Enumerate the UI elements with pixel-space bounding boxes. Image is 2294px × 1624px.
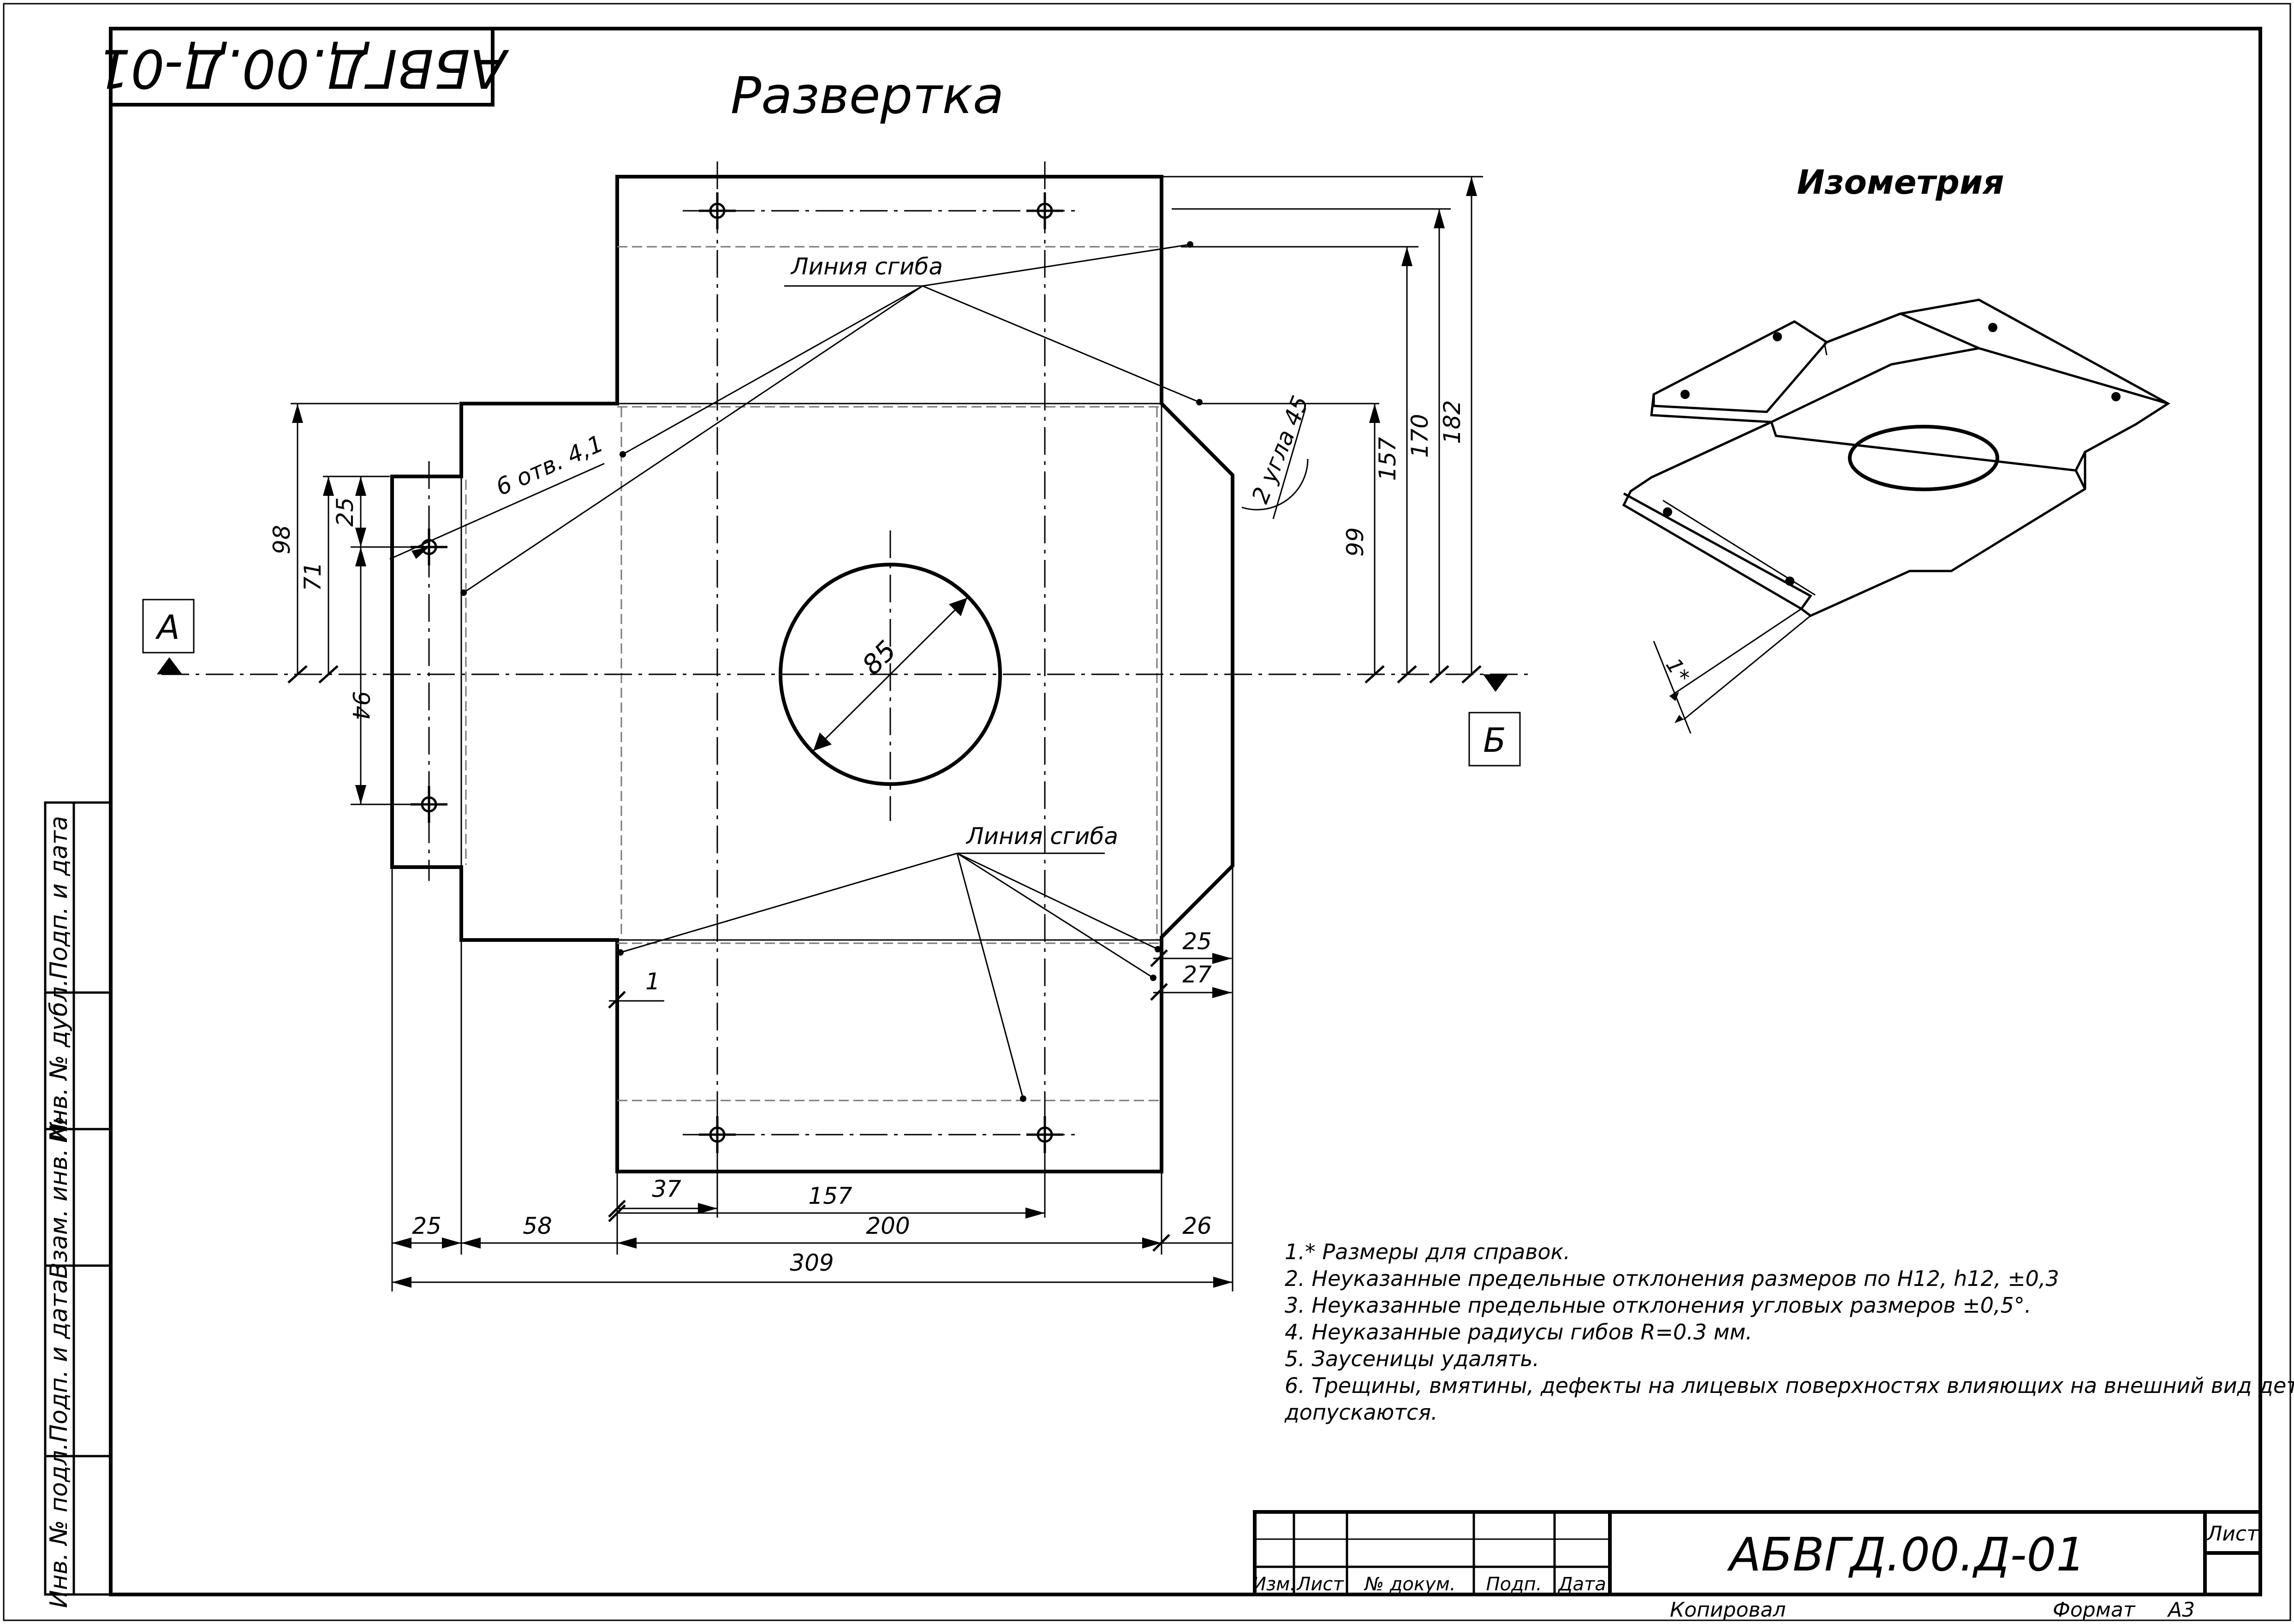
tb-header-doc: № докум.	[1364, 1574, 1455, 1595]
note-3: 3. Неуказанные предельные отклонения угл…	[1285, 1293, 2032, 1318]
flat-pattern: 85	[161, 161, 1531, 1181]
iso-title: Изометрия	[1797, 163, 2004, 202]
side-stamp: Подп. и дата Инв. № дубл. Взам. инв. № П…	[44, 801, 112, 1608]
section-a-label: А	[155, 608, 179, 647]
section-b-label: Б	[1483, 721, 1506, 760]
pattern-annotations: Линия сгиба Линия сгиба 6 отв. 4,1 2 угл…	[389, 241, 1314, 1102]
dim-309: 309	[790, 1249, 834, 1276]
technical-notes: 1.* Размеры для справок. 2. Неуказанные …	[1284, 1239, 2294, 1425]
note-6: 6. Трещины, вмятины, дефекты на лицевых …	[1285, 1373, 2294, 1398]
section-markers: А Б	[142, 599, 1521, 767]
center-hole	[779, 563, 1002, 786]
dim-157-bottom: 157	[808, 1183, 852, 1209]
tb-format-label: Формат	[2053, 1598, 2136, 1622]
right-dimensions: 99 157 170 182	[1162, 176, 1483, 684]
stamp-label-dup-inv: Инв. № дубл.	[45, 979, 73, 1143]
dim-170: 170	[1406, 414, 1433, 458]
title-block: Изм. Лист № докум. Подп. Дата АБВГД.00.Д…	[1252, 1510, 2262, 1622]
dim-58: 58	[523, 1213, 552, 1239]
dim-157-right: 157	[1374, 437, 1401, 481]
stamp-label-orig-inv: Инв. № подл.	[45, 1443, 73, 1608]
note-5: 5. Заусеницы удалять.	[1285, 1346, 1539, 1371]
stamp-label-sign-date-1: Подп. и дата	[45, 816, 73, 979]
note-4: 4. Неуказанные радиусы гибов R=0.3 мм.	[1285, 1320, 1752, 1344]
dim-182: 182	[1439, 400, 1466, 444]
isometric-view: 1*	[1622, 298, 2170, 734]
tb-header-sheet: Лист	[1296, 1574, 1344, 1595]
sheet-trim	[3, 3, 2291, 1621]
holes-note: 6 отв. 4,1	[492, 430, 607, 501]
tb-format-value: А3	[2167, 1598, 2195, 1622]
iso-outline	[1622, 298, 2170, 617]
bend-label-top: Линия сгиба	[790, 253, 943, 280]
tb-code: АБВГД.00.Д-01	[1727, 1528, 2085, 1582]
tb-header-sign: Подп.	[1486, 1574, 1542, 1595]
bottom-dimensions: 37 157 200 25 58 26 309	[391, 866, 1233, 1291]
dim-1: 1	[645, 968, 660, 995]
stamp-label-sign-date-2: Подп. и дата	[45, 1279, 73, 1442]
dim-25-left: 25	[332, 497, 358, 527]
dim-26: 26	[1182, 1213, 1212, 1239]
bend-label-bottom: Линия сгиба	[965, 823, 1118, 850]
dim-37: 37	[652, 1176, 681, 1202]
dim-71: 71	[299, 562, 326, 591]
iso-angle: 1*	[1661, 654, 1695, 687]
dim-99: 99	[1342, 527, 1369, 557]
mirrored-code-box: АБВГД.00.Д-01	[97, 27, 510, 107]
dim-27: 27	[1182, 961, 1212, 988]
note-6-cont: допускаются.	[1284, 1400, 1438, 1425]
dim-94: 94	[347, 691, 374, 720]
mirrored-code: АБВГД.00.Д-01	[97, 37, 510, 99]
tb-sheet-label: Лист	[2206, 1522, 2259, 1546]
dim-25-right: 25	[1182, 928, 1212, 955]
tb-copied: Копировал	[1670, 1598, 1786, 1622]
note-2: 2. Неуказанные предельные отклонения раз…	[1285, 1266, 2059, 1291]
mounting-holes	[411, 192, 1063, 1153]
stamp-label-replace-inv: Взам. инв. №	[45, 1116, 73, 1279]
angle-note: 2 угла 45	[1246, 392, 1314, 507]
tb-header-date: Дата	[1557, 1574, 1606, 1595]
sheet-frame	[109, 27, 2262, 1596]
iso-hole	[1848, 425, 1999, 491]
view-title: Развертка	[731, 66, 1004, 125]
left-dimensions: 98 71 25 94	[268, 403, 459, 805]
corner-dimensions: 25 27 1	[608, 928, 1232, 1009]
dim-25-bottom: 25	[412, 1213, 441, 1239]
note-1: 1.* Размеры для справок.	[1285, 1239, 1570, 1264]
dim-98: 98	[268, 525, 295, 554]
tb-header-change: Изм.	[1252, 1574, 1296, 1595]
dim-200: 200	[866, 1213, 910, 1239]
